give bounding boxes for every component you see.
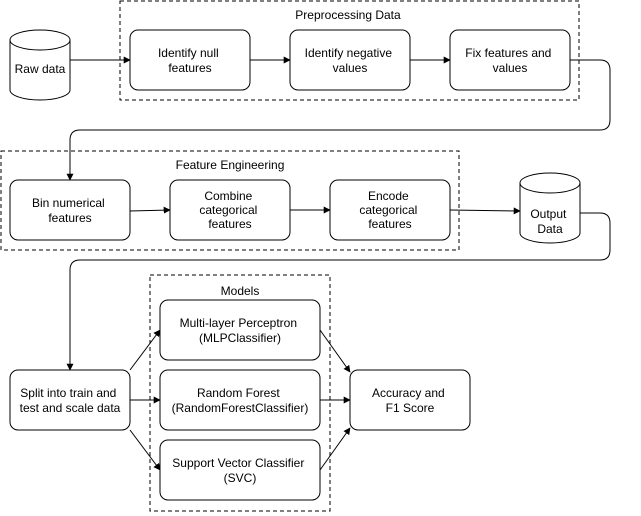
random-forest-classifier-node: Random Forest (RandomForestClassifier) [159,369,321,431]
output-data-label-line-2: Data [537,222,563,236]
combine-categorical-features-node: Combine categorical features [169,179,291,241]
feature-engineering-group: Feature Engineering [0,150,460,251]
mlp-line-1: Multi-layer Perceptron [180,316,297,330]
arrow-output-to-split [66,212,611,371]
combine-categorical-line-1: Combine [204,189,252,203]
svg-text:Bin numerical features: Bin numerical features [32,196,108,225]
encode-categorical-line-1: Encode [368,189,409,203]
bin-numerical-line-1: Bin numerical [32,196,105,210]
arrow-fix-to-bin [66,59,611,181]
svg-text:Raw data: Raw data [15,62,66,76]
random-forest-line-2: (RandomForestClassifier) [172,401,309,415]
arrow-bin-to-combine [129,206,171,214]
arrow-split-to-svc [129,429,161,471]
fix-features-node: Fix features and values [449,29,571,91]
arrow-mlp-to-accuracy [319,329,351,373]
encode-categorical-features-node: Encode categorical features [329,179,451,241]
fix-features-line-2: values [493,61,528,75]
preprocessing-group-title: Preprocessing Data [295,8,401,22]
svg-text:Accuracy and F1 Score: Accuracy and F1 Score [372,386,448,415]
encode-categorical-line-2: categorical [359,203,417,217]
accuracy-f1-score-node: Accuracy and F1 Score [349,369,471,431]
mlp-line-2: (MLPClassifier) [199,331,281,345]
output-data-node: Output Data [519,172,581,244]
combine-categorical-line-3: features [208,217,251,231]
accuracy-line-1: Accuracy and [372,386,445,400]
raw-data-node: Raw data [9,29,71,101]
identify-null-line-1: Identify null [158,46,219,60]
preprocessing-group: Preprocessing Data [119,0,580,101]
bin-numerical-line-2: features [48,211,91,225]
svg-text:Multi-layer Perceptron (: Multi-layer Perceptron (MLPClassifier) [180,316,301,345]
identify-null-line-2: features [168,61,211,75]
identify-negative-values-node: Identify negative values [289,29,411,91]
output-data-label-line-1: Output [530,207,567,221]
svg-text:Output Data: Output Data [530,207,569,236]
identify-null-features-node: Identify null features [129,29,251,91]
identify-negative-line-2: values [333,61,368,75]
arrow-encode-to-output [449,207,521,215]
svg-text:Combine categorical: Combine categorical features [199,189,260,231]
accuracy-line-2: F1 Score [386,401,435,415]
combine-categorical-line-2: categorical [199,203,257,217]
bin-numerical-features-node: Bin numerical features [9,179,131,241]
fix-features-line-1: Fix features and [465,46,551,60]
svg-text:Identify null features: Identify null features [158,46,222,75]
split-line-1: Split into train and [20,386,116,400]
arrow-svc-to-accuracy [319,427,351,471]
split-train-test-node: Split into train and test and scale data [9,369,131,431]
identify-negative-line-1: Identify negative [305,46,393,60]
svg-text:Split into train and tes: Split into train and test and scale data [20,386,121,415]
models-group: Models [149,274,331,512]
encode-categorical-line-3: features [368,217,411,231]
svg-text:Support Vector Classifier: Support Vector Classifier (SVC) [172,456,307,485]
svc-classifier-node: Support Vector Classifier (SVC) [159,439,321,501]
split-line-2: test and scale data [20,401,121,415]
svc-line-1: Support Vector Classifier [172,456,304,470]
random-forest-line-1: Random Forest [197,386,280,400]
svg-text:Identify negative values: Identify negative values [305,46,396,75]
svg-text:Encode categorical: Encode categorical features [359,189,420,231]
svg-text:Random Forest (RandomFor: Random Forest (RandomForestClassifier) [172,386,309,415]
models-group-title: Models [221,284,260,298]
arrow-split-to-mlp [129,329,161,371]
svg-text:Fix features and values: Fix features and values [465,46,554,75]
feature-engineering-group-title: Feature Engineering [176,158,285,172]
raw-data-label: Raw data [15,62,66,76]
svc-line-2: (SVC) [224,471,257,485]
mlp-classifier-node: Multi-layer Perceptron (MLPClassifier) [159,299,321,361]
